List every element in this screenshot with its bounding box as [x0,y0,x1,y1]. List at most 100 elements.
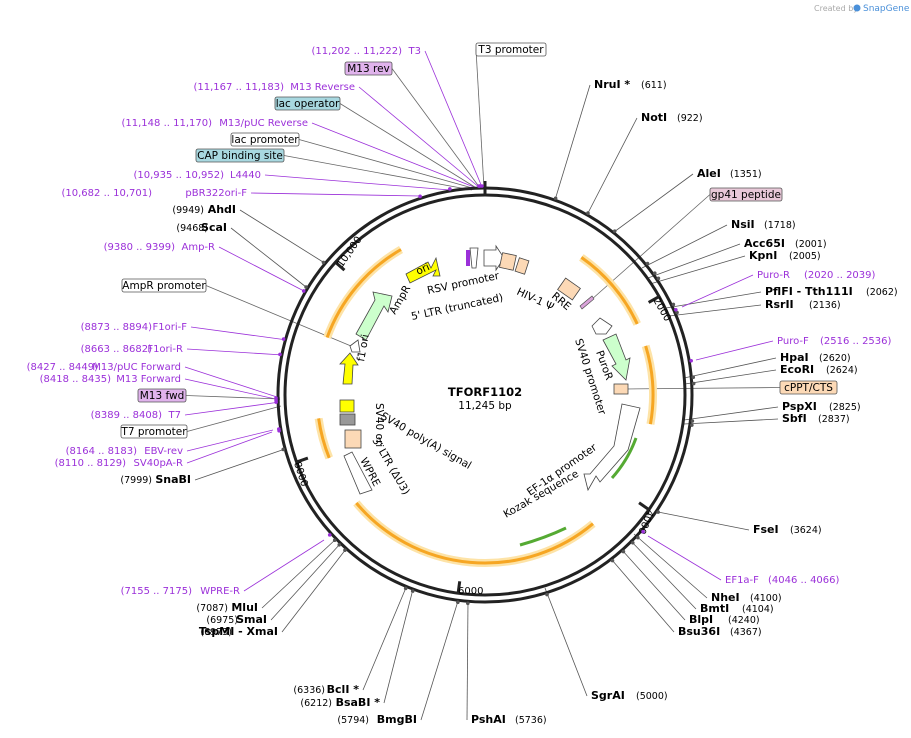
arc-ampr-region [325,248,402,339]
rre-feature [557,277,581,301]
cut-site-position: (6336) [293,685,325,696]
leader-line [250,192,421,197]
cut-site-mark [612,229,617,233]
leader-line [649,255,746,285]
cut-site-mark [304,285,308,289]
cap-site-feature [469,247,479,269]
leader-line [239,209,324,263]
ef1a-green-arc [610,437,638,479]
cut-site-mark [466,601,470,606]
arc-gp41-region [580,256,639,325]
leader-line [641,224,728,269]
cut-site-mark [656,510,660,514]
primer-site-mark [448,187,452,191]
leader-line [621,549,686,621]
leader-line [185,395,281,400]
leader-line [339,103,479,190]
primer-range: (8427 .. 8449) [27,362,99,373]
feature-label-text: cPPT/CTS [784,382,833,394]
cut-site-position: (9949) [172,205,204,216]
feature-label-text: lac promoter [231,134,299,146]
primer-range: (8164 .. 8183) [66,446,138,457]
cut-site-name: SmaI [236,613,267,626]
ruler-tick-label: 6000 [458,586,483,597]
feature-label-text: gp41 peptide [711,189,781,201]
primer-range: (11,167 .. 11,183) [194,82,285,93]
f1-ori-label: f1 ori [355,333,372,362]
feature-label-box: M13 rev [344,61,393,76]
primer-range: (8418 .. 8435) [40,374,112,385]
leader-line [657,511,750,531]
primer-range: (4046 .. 4066) [768,575,840,586]
leader-line [261,538,337,609]
cut-site-mark [675,310,679,315]
primer-range: (8110 .. 8129) [55,458,127,469]
feature-label-text: T3 promoter [477,44,544,56]
primer-site-mark [674,307,678,312]
arc-puro [644,345,655,425]
primer-name: M13 Forward [116,374,181,385]
cut-site-mark [621,549,626,554]
kozak-label: Kozak sequence [502,468,581,521]
primer-range: (11,202 .. 11,222) [312,46,403,57]
ruler-tick [638,501,650,511]
cut-site-position: (5000) [636,691,668,702]
leader-line [184,378,281,401]
cut-site-position: (2005) [789,251,821,262]
cut-site-mark [610,558,615,563]
ruler-tick [456,581,462,594]
cut-site-name: MluI [231,601,258,614]
cut-site-position: (2001) [795,239,827,250]
cut-site-position: (5794) [337,715,369,726]
primer-name: T7 [168,410,181,421]
primer-site-mark [418,194,422,199]
cut-site-position: (9468) [176,223,208,234]
leader-line [383,592,413,704]
cut-site-name: Acc65I [744,237,785,250]
cut-site-mark [691,375,696,380]
leader-line [190,326,288,341]
leader-line [186,405,282,432]
cut-site-position: (6975) [206,615,238,626]
cut-site-mark [281,447,286,452]
leader-line [683,357,777,379]
primer-range: (10,935 .. 10,952) [134,170,225,181]
primer-range: (7155 .. 7175) [121,586,193,597]
cut-site-name: AleI [697,167,721,180]
feature-label-box: M13 fwd [137,388,187,403]
primer-site-mark [278,352,282,357]
cut-site-mark [321,260,326,265]
primer-name: SV40pA-R [134,458,183,469]
arc-transgene [355,502,594,565]
leader-line [298,139,477,190]
feature-label-box: gp41 peptide [709,187,783,202]
cut-site-mark [586,211,590,215]
primer-range: (2020 .. 2039) [804,270,876,281]
cut-site-name: RsrII [765,298,794,311]
leader-line [311,122,480,190]
cut-site-position: (2837) [818,414,850,425]
cut-site-position: (2136) [809,300,841,311]
feature-arcs [314,246,657,567]
cut-site-name: ScaI [201,221,227,234]
leader-line [186,429,274,452]
primer-range: (2516 .. 2536) [820,336,892,347]
wpre-feature [343,451,373,495]
leader-line [358,86,481,189]
leader-line [264,174,451,191]
primer-name: EBV-rev [144,446,183,457]
leader-line [362,589,406,691]
cut-site-position: (4104) [742,604,774,615]
primer-range: (8663 .. 8682) [81,344,153,355]
leader-line [270,543,341,621]
cut-site-mark [332,538,337,543]
feature-label-box: lac promoter [230,132,300,147]
cut-site-position: (1351) [730,169,762,180]
cut-site-name: PflFI - Tth111I [765,285,853,298]
sv40-ori-feature [339,399,355,413]
leader-lines [184,49,781,721]
primer-name: WPRE-R [200,586,240,597]
cut-site-name: BclI * [327,683,360,696]
leader-line [218,246,303,291]
arc-wpre-region [317,418,331,459]
